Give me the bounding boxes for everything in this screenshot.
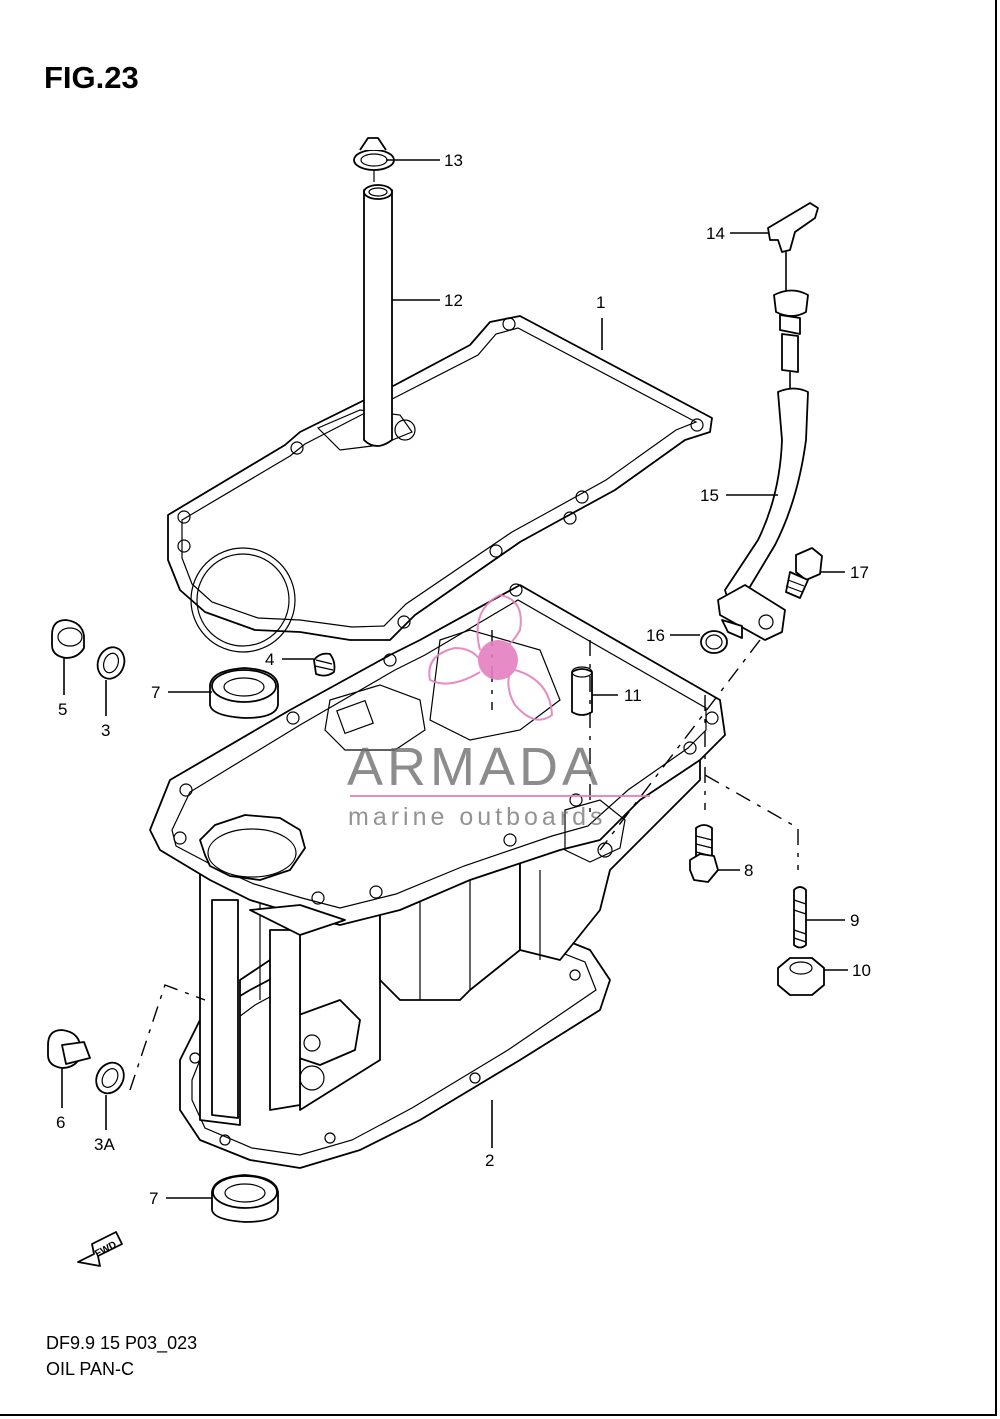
watermark-tagline: marine outboards	[348, 803, 607, 831]
gasket-part-1[interactable]	[167, 315, 713, 653]
callout-1: 1	[596, 293, 605, 312]
oil-seal-part-7-bottom[interactable]	[211, 1174, 279, 1223]
callout-3: 3	[101, 721, 110, 740]
stud-part-4[interactable]	[313, 652, 336, 677]
callout-14: 14	[706, 224, 725, 243]
callout-13: 13	[444, 151, 463, 170]
callout-5: 5	[58, 700, 67, 719]
leader-lines	[61, 159, 848, 1199]
callout-7-bottom: 7	[149, 1189, 158, 1208]
stud-part-9[interactable]	[793, 886, 807, 949]
bolt-part-8[interactable]	[689, 824, 719, 883]
callout-8: 8	[744, 861, 753, 880]
callout-labels: 13 12 1 14 15 17 16 4 7 5 3 11 8 9 10 6 …	[56, 151, 871, 1208]
gasket-part-3[interactable]	[93, 644, 128, 683]
callout-4: 4	[265, 650, 274, 669]
tube-part-12[interactable]	[363, 184, 393, 447]
pin-part-11[interactable]	[571, 666, 593, 716]
figure-title: FIG.23	[44, 60, 139, 95]
callout-10: 10	[852, 961, 871, 980]
oil-level-guide-part-15[interactable]	[717, 387, 809, 641]
armada-logo-icon	[428, 593, 554, 721]
callout-15: 15	[700, 486, 719, 505]
model-code: DF9.9 15 P03_023	[46, 1333, 198, 1353]
callout-17: 17	[850, 563, 869, 582]
callout-6: 6	[56, 1113, 65, 1132]
forward-direction-arrow: FWD	[77, 1231, 123, 1267]
callout-11: 11	[624, 686, 642, 705]
callout-7-top: 7	[151, 683, 160, 702]
plug-part-6[interactable]	[47, 1029, 91, 1069]
gasket-part-3a[interactable]	[91, 1058, 130, 1099]
callout-12: 12	[444, 291, 463, 310]
diagram-subtitle: OIL PAN-C	[46, 1359, 135, 1379]
watermark-brand: ARMADA	[347, 737, 602, 797]
bolt-part-17[interactable]	[785, 547, 823, 599]
callout-2: 2	[485, 1151, 494, 1170]
plug-part-5[interactable]	[51, 619, 85, 659]
oil-seal-part-7-top[interactable]	[209, 667, 279, 719]
callout-3a: 3A	[94, 1135, 115, 1154]
nut-part-10[interactable]	[777, 957, 825, 996]
dipstick-part-14[interactable]	[767, 202, 819, 392]
o-ring-part-16[interactable]	[700, 630, 728, 654]
watermark: ARMADA marine outboards	[347, 593, 650, 831]
callout-16: 16	[646, 626, 665, 645]
callout-9: 9	[850, 911, 859, 930]
